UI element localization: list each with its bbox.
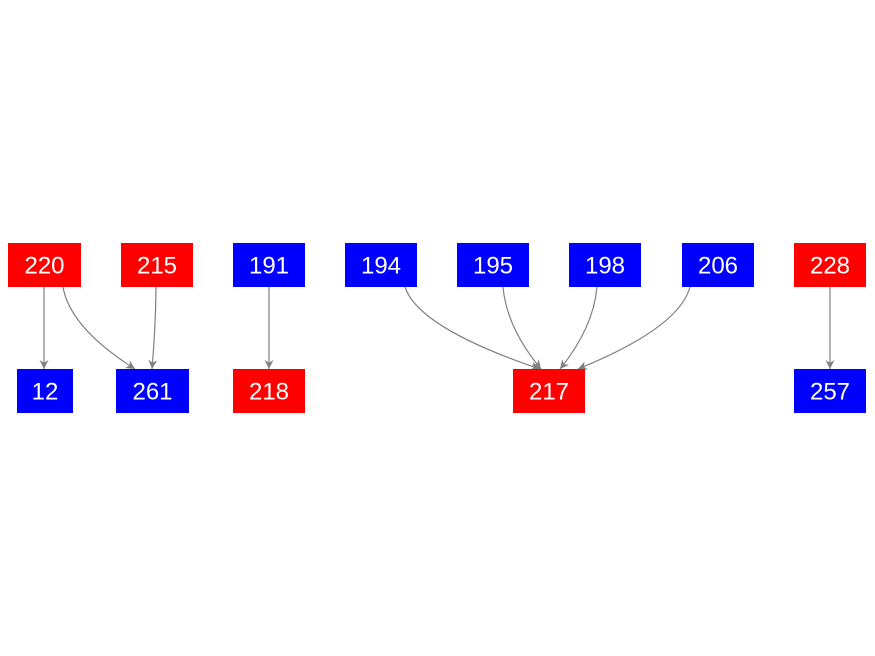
node-195[interactable]: 195 bbox=[457, 243, 529, 287]
node-217[interactable]: 217 bbox=[513, 369, 585, 413]
node-label: 191 bbox=[249, 253, 289, 280]
node-box bbox=[233, 243, 305, 287]
node-label: 206 bbox=[698, 253, 738, 280]
node-box bbox=[569, 243, 641, 287]
node-257[interactable]: 257 bbox=[794, 369, 866, 413]
node-220[interactable]: 220 bbox=[8, 243, 81, 287]
node-label: 220 bbox=[24, 253, 64, 280]
node-box bbox=[121, 243, 193, 287]
edge-206-to-217 bbox=[577, 286, 691, 370]
node-label: 195 bbox=[473, 253, 513, 280]
node-label: 194 bbox=[361, 253, 401, 280]
node-12[interactable]: 12 bbox=[17, 369, 73, 413]
node-box bbox=[233, 369, 305, 413]
node-box bbox=[682, 243, 754, 287]
node-228[interactable]: 228 bbox=[794, 243, 866, 287]
node-box bbox=[794, 369, 866, 413]
node-box bbox=[8, 243, 81, 287]
node-label: 261 bbox=[132, 379, 172, 406]
edges bbox=[39, 286, 835, 371]
node-box bbox=[345, 243, 417, 287]
node-box bbox=[513, 369, 585, 413]
nodes: 220 215 191 194 195 198 206 228 12 261 218 217 257 bbox=[8, 243, 866, 413]
node-label: 257 bbox=[810, 379, 850, 406]
edge-215-to-261 bbox=[148, 286, 158, 370]
node-label: 218 bbox=[249, 379, 289, 406]
node-box bbox=[794, 243, 866, 287]
node-191[interactable]: 191 bbox=[233, 243, 305, 287]
node-194[interactable]: 194 bbox=[345, 243, 417, 287]
node-box bbox=[116, 369, 189, 413]
node-label: 215 bbox=[137, 253, 177, 280]
node-206[interactable]: 206 bbox=[682, 243, 754, 287]
node-218[interactable]: 218 bbox=[233, 369, 305, 413]
node-label: 12 bbox=[32, 379, 59, 406]
node-label: 228 bbox=[810, 253, 850, 280]
edge-195-to-217 bbox=[502, 286, 542, 370]
edge-198-to-217 bbox=[559, 286, 598, 370]
node-215[interactable]: 215 bbox=[121, 243, 193, 287]
node-261[interactable]: 261 bbox=[116, 369, 189, 413]
edge-220-to-261 bbox=[62, 286, 136, 370]
edge-194-to-217 bbox=[404, 286, 541, 371]
node-label: 198 bbox=[585, 253, 625, 280]
node-box bbox=[457, 243, 529, 287]
node-198[interactable]: 198 bbox=[569, 243, 641, 287]
node-label: 217 bbox=[529, 379, 569, 406]
node-box bbox=[17, 369, 73, 413]
